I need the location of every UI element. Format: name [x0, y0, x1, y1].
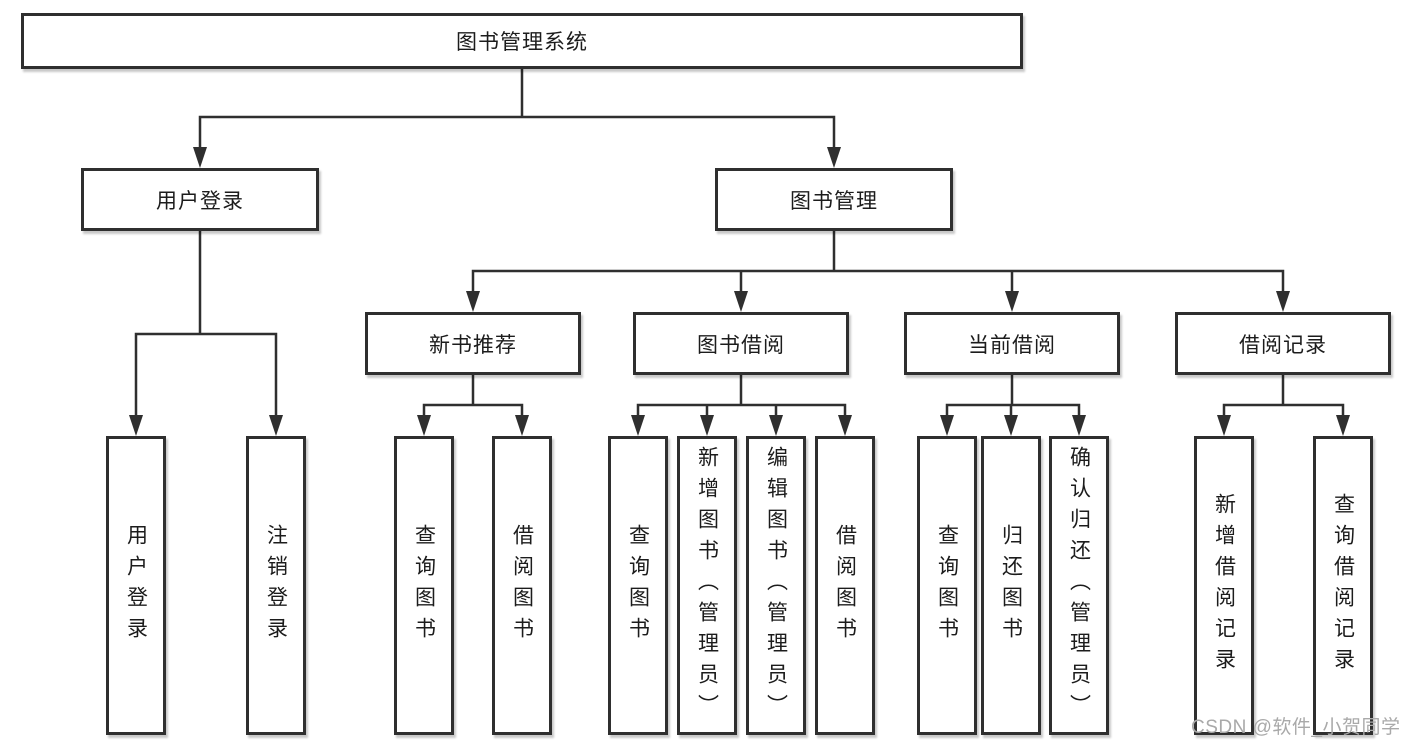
node-library-management-system: 图书管理系统 [21, 13, 1023, 69]
leaf-user-login: 用户登录 [106, 436, 166, 735]
node-borrowing-records: 借阅记录 [1175, 312, 1391, 375]
leaf-label: 查询图书 [412, 523, 436, 648]
node-label: 用户登录 [156, 189, 244, 213]
leaf-label: 确认归还（管理员） [1067, 446, 1091, 725]
leaf-borrow-books-recommend: 借阅图书 [492, 436, 552, 735]
arrow-down-icons [129, 147, 1350, 436]
node-label: 图书借阅 [697, 333, 785, 357]
leaf-label: 查询借阅记录 [1331, 492, 1355, 679]
leaf-label: 注销登录 [264, 523, 288, 648]
leaf-label: 查询图书 [935, 523, 959, 648]
leaf-label: 新增借阅记录 [1212, 492, 1236, 679]
leaf-search-books-recommend: 查询图书 [394, 436, 454, 735]
leaf-logout: 注销登录 [246, 436, 306, 735]
node-new-book-recommendation: 新书推荐 [365, 312, 581, 375]
leaf-label: 用户登录 [124, 523, 148, 648]
leaf-label: 借阅图书 [833, 523, 857, 648]
leaf-label: 新增图书（管理员） [695, 446, 719, 725]
leaf-label: 归还图书 [999, 523, 1023, 648]
node-current-borrowing: 当前借阅 [904, 312, 1120, 375]
leaf-search-borrow-record: 查询借阅记录 [1313, 436, 1373, 735]
leaf-add-book-admin: 新增图书（管理员） [677, 436, 737, 735]
csdn-watermark: CSDN @软件_小贺同学 [1191, 717, 1401, 738]
node-user-login: 用户登录 [81, 168, 319, 231]
leaf-borrow-books: 借阅图书 [815, 436, 875, 735]
leaf-label: 编辑图书（管理员） [764, 446, 788, 725]
node-label: 图书管理系统 [456, 31, 588, 54]
node-label: 新书推荐 [429, 333, 517, 357]
leaf-return-books: 归还图书 [981, 436, 1041, 735]
node-book-borrowing: 图书借阅 [633, 312, 849, 375]
node-book-management: 图书管理 [715, 168, 953, 231]
node-label: 当前借阅 [968, 333, 1056, 357]
leaf-search-books-borrowing: 查询图书 [608, 436, 668, 735]
leaf-add-borrow-record: 新增借阅记录 [1194, 436, 1254, 735]
leaf-label: 借阅图书 [510, 523, 534, 648]
node-label: 图书管理 [790, 189, 878, 213]
leaf-edit-book-admin: 编辑图书（管理员） [746, 436, 806, 735]
leaf-search-books-current: 查询图书 [917, 436, 977, 735]
leaf-label: 查询图书 [626, 523, 650, 648]
node-label: 借阅记录 [1239, 333, 1327, 357]
leaf-confirm-return-admin: 确认归还（管理员） [1049, 436, 1109, 735]
